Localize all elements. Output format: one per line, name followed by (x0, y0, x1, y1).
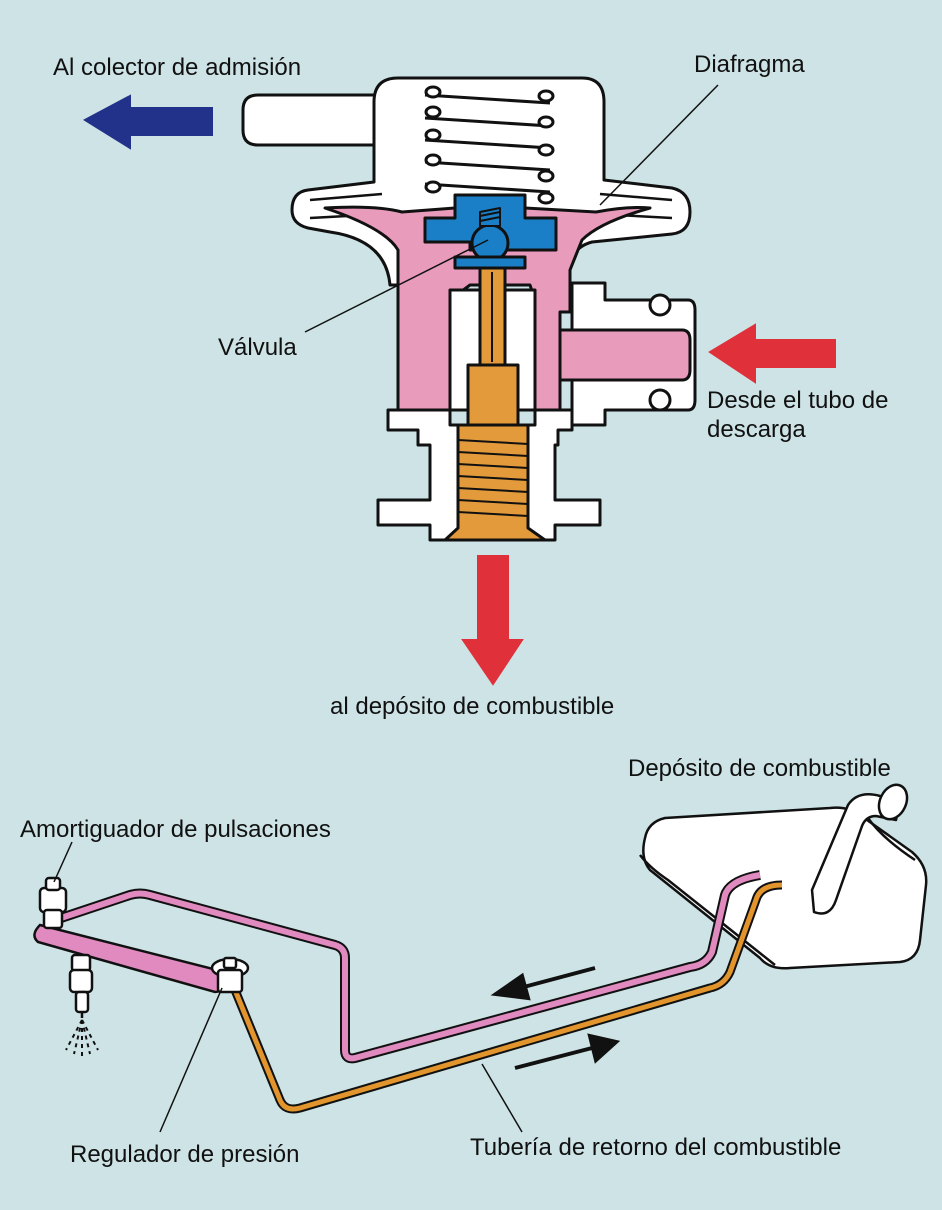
return-line-fill (232, 882, 783, 1112)
inlet-passage (558, 328, 692, 382)
spring (424, 85, 555, 205)
regulator-cross-section (241, 76, 697, 542)
fuel-rail (33, 923, 232, 994)
valve-leader (304, 239, 489, 333)
label-intake: Al colector de admisión (53, 54, 302, 81)
label-damper: Amortiguador de pulsaciones (20, 816, 331, 843)
vacuum-nozzle (241, 93, 382, 147)
threaded-outlet (443, 423, 547, 542)
damper-leader (53, 841, 73, 883)
pressure-regulator-small (210, 956, 250, 994)
filler-cap (877, 783, 909, 821)
label-valve: Válvula (218, 334, 297, 361)
tank-body (642, 806, 928, 970)
tank-seam (639, 817, 916, 966)
label-from-pipe-2: descarga (707, 416, 806, 443)
return-leader (481, 1063, 523, 1133)
fuel-spray (65, 1019, 99, 1056)
valve-screw (479, 207, 501, 227)
filler-neck (810, 793, 902, 915)
label-tank: Depósito de combustible (628, 755, 891, 782)
pulsation-damper (38, 876, 68, 930)
o-ring-top (648, 293, 672, 317)
label-diaphragm: Diafragma (694, 51, 805, 78)
fuel-chamber (323, 205, 652, 412)
fuel-tank (639, 783, 928, 970)
label-return-line: Tubería de retorno del combustible (470, 1134, 842, 1161)
arrow-from-discharge (708, 323, 836, 384)
thread-lines (457, 439, 529, 517)
flow-arrow-feed (490, 966, 596, 1001)
feed-line-fill (54, 872, 761, 1062)
label-to-tank: al depósito de combustible (330, 693, 615, 720)
regulator-leader (159, 987, 223, 1133)
arrow-to-tank (461, 555, 524, 686)
label-regulator: Regulador de presión (70, 1141, 300, 1168)
o-ring-bottom (648, 388, 672, 412)
plunger-body (466, 363, 520, 429)
label-from-pipe-1: Desde el tubo de (707, 387, 889, 414)
diaphragm-leader (599, 84, 719, 206)
injector (68, 953, 94, 1018)
arrow-to-intake (83, 94, 213, 150)
valve-seat (453, 255, 527, 270)
flow-arrow-return (514, 1033, 621, 1070)
